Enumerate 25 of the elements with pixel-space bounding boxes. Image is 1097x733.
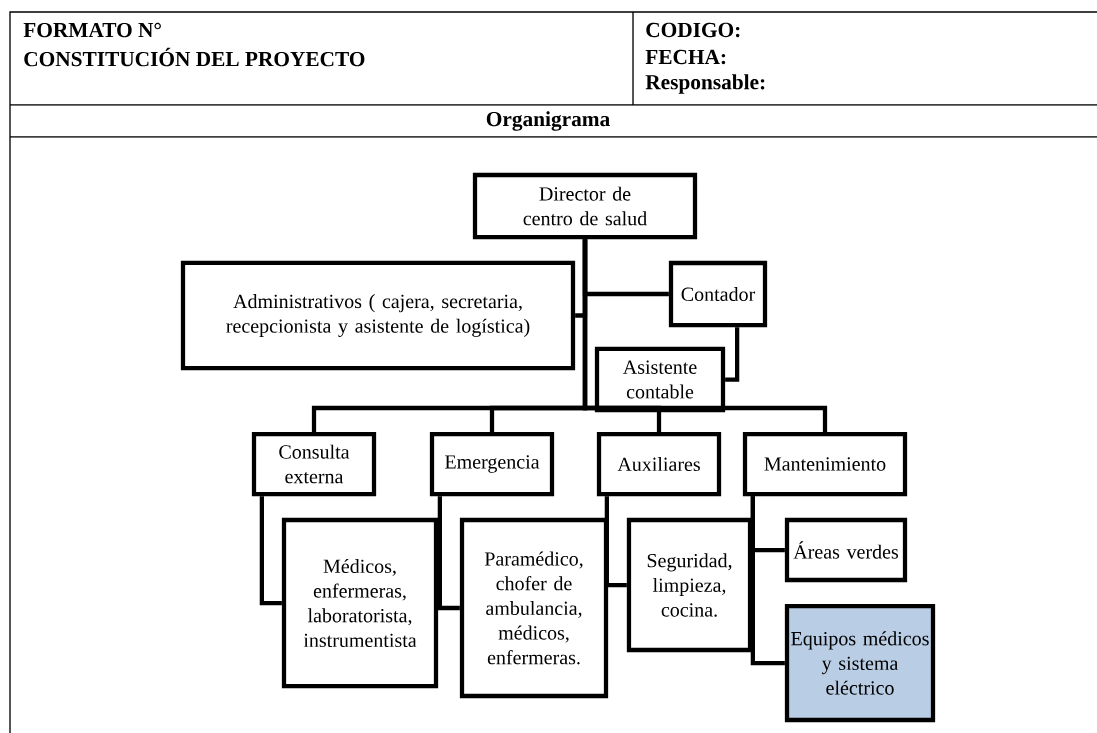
org-box: Seguridad, limpieza, cocina. <box>626 517 753 653</box>
org-box: Mantenimiento <box>742 431 908 497</box>
header-text: FECHA: <box>645 49 726 65</box>
org-box: Paramédico, chofer de ambulancia, médicos, enfermeras. <box>459 517 609 699</box>
connector-line <box>437 496 460 611</box>
connector-line <box>259 496 282 606</box>
org-box: Contador <box>668 260 768 328</box>
connector-line <box>750 496 785 666</box>
header-text: CONSTITUCIÓN DEL PROYECTO <box>24 47 365 67</box>
connector-line <box>725 327 740 382</box>
org-box: Administrativos ( cajera, secretaria, recepcionista y asistente de logística) <box>180 260 576 371</box>
header-text: CODIGO: <box>646 22 740 38</box>
header-text: Responsable: <box>645 74 765 94</box>
org-box: Médicos, enfermeras, laboratorista, instrumentista <box>281 517 439 689</box>
connector-line <box>582 239 828 432</box>
org-box: Director de centro de salud <box>472 172 698 240</box>
connector-line <box>604 496 627 588</box>
org-box: Emergencia <box>429 431 555 497</box>
org-box: Asistente contable <box>594 346 726 413</box>
org-box: Áreas verdes <box>784 517 908 583</box>
header-text: FORMATO N° <box>23 22 161 38</box>
org-box: Consulta externa <box>251 431 377 497</box>
org-box: Equipos médicos y sistema eléctrico <box>784 603 936 723</box>
section-heading: Organigrama <box>486 111 610 131</box>
org-box: Auxiliares <box>596 431 722 497</box>
